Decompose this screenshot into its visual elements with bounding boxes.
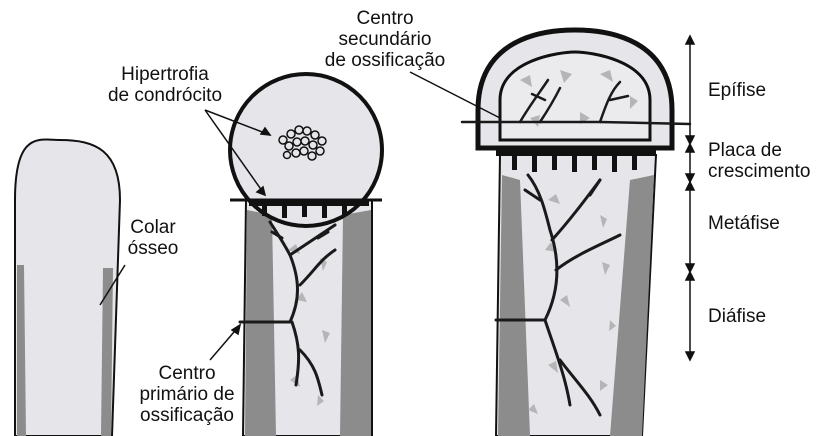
label-centro-secundario-line3: de ossificação	[300, 50, 470, 71]
label-colar-osseo: Colar ósseo	[118, 217, 188, 259]
bone-stage-3	[462, 30, 690, 436]
bone-stage-1	[15, 140, 120, 436]
label-colar-osseo-line1: Colar	[118, 217, 188, 238]
label-diafise: Diáfise	[708, 306, 766, 327]
label-epifise: Epífise	[708, 80, 766, 101]
label-hipertrofia-line1: Hipertrofia	[90, 64, 240, 85]
label-centro-secundario: Centro secundário de ossificação	[300, 8, 470, 71]
label-metafise: Metáfise	[708, 213, 780, 234]
label-centro-secundario-line2: secundário	[300, 29, 470, 50]
label-centro-primario-line1: Centro	[122, 363, 252, 384]
label-placa-line1: Placa de	[708, 140, 810, 161]
label-centro-primario-line2: primário de	[122, 384, 252, 405]
label-centro-primario: Centro primário de ossificação	[122, 363, 252, 426]
label-centro-primario-line3: ossificação	[122, 405, 252, 426]
label-hipertrofia: Hipertrofia de condrócito	[90, 64, 240, 106]
label-placa-crescimento: Placa de crescimento	[708, 140, 810, 182]
label-placa-line2: crescimento	[708, 161, 810, 182]
bone-collar-2-right	[340, 210, 371, 436]
label-centro-secundario-line1: Centro	[300, 8, 470, 29]
label-hipertrofia-line2: de condrócito	[90, 85, 240, 106]
label-colar-osseo-line2: ósseo	[118, 238, 188, 259]
